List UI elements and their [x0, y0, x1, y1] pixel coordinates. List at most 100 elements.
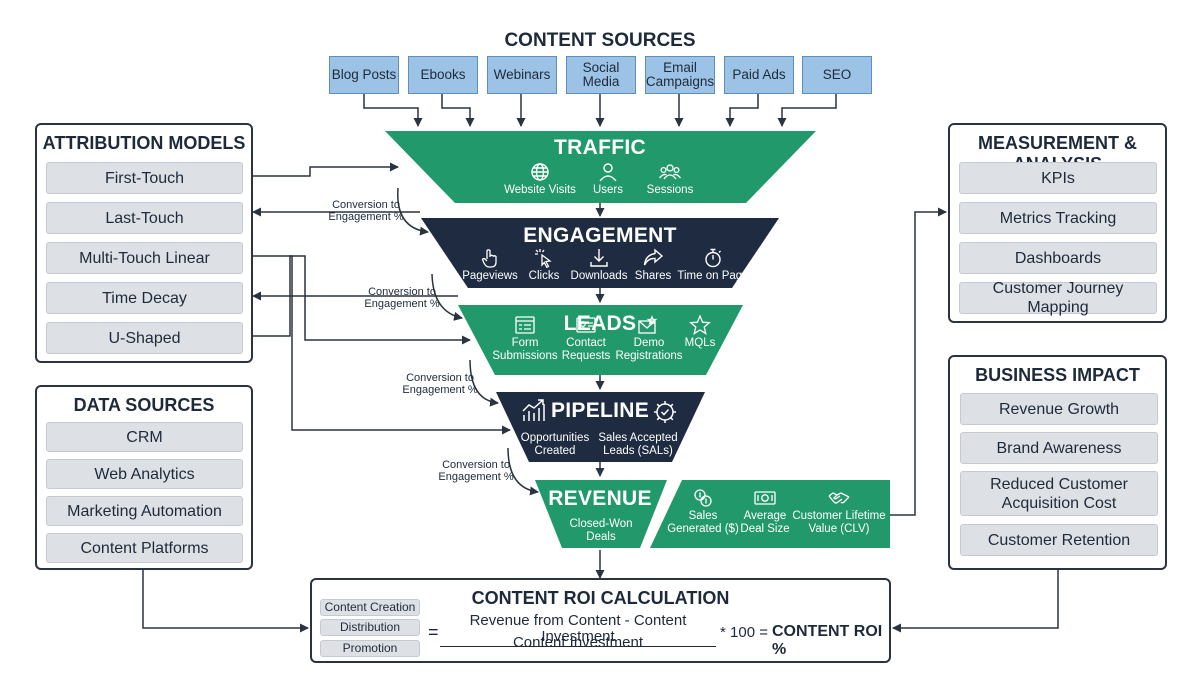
- revenue-metric-sales-generated-label: Sales Generated ($): [667, 510, 739, 535]
- leads-demo-registrations-label: Demo Registrations: [615, 337, 683, 362]
- globe-icon: [531, 163, 549, 181]
- data-source-content-platforms: Content Platforms: [46, 533, 243, 563]
- cursor-click-icon: [535, 249, 552, 268]
- users-icon: [659, 164, 681, 180]
- conversion-label-4: Conversion to Engagement %: [438, 459, 514, 483]
- traffic-title: TRAFFIC: [554, 136, 646, 159]
- form-icon: [515, 316, 535, 334]
- source-ebooks: Ebooks: [408, 56, 478, 94]
- source-blog-posts: Blog Posts: [329, 56, 399, 94]
- roi-input-distribution: Distribution: [320, 619, 420, 636]
- engagement-clicks-label: Clicks: [528, 270, 560, 282]
- impact-reduced-cac: Reduced Customer Acquisition Cost: [960, 471, 1158, 516]
- contact-icon: [576, 317, 596, 333]
- roi-equals-sign: =: [428, 622, 439, 642]
- engagement-shares: Shares: [630, 248, 676, 283]
- share-icon: [643, 248, 664, 266]
- roi-result: CONTENT ROI %: [772, 623, 883, 658]
- engagement-clicks: Clicks: [519, 248, 569, 283]
- engagement-pageviews-label: Pageviews: [462, 270, 518, 282]
- traffic-users: Users: [578, 162, 638, 197]
- source-paid-ads: Paid Ads: [724, 56, 794, 94]
- engagement-downloads: Downloads: [568, 248, 630, 283]
- engagement-shares-label: Shares: [634, 270, 672, 282]
- traffic-website-visits-label: Website Visits: [504, 184, 576, 196]
- source-webinars: Webinars: [487, 56, 557, 94]
- leads-form-submissions: Form Submissions: [492, 315, 558, 363]
- growth-chart-icon: [522, 399, 545, 421]
- leads-stage-shape: [458, 305, 743, 375]
- traffic-users-label: Users: [592, 184, 624, 196]
- measurement-metrics-tracking: Metrics Tracking: [959, 202, 1157, 234]
- star-icon: [689, 315, 711, 335]
- pipeline-title: PIPELINE: [550, 399, 650, 422]
- source-seo: SEO: [802, 56, 872, 94]
- attribution-models-title: ATTRIBUTION MODELS: [42, 133, 246, 153]
- data-sources-title: DATA SOURCES: [73, 395, 215, 415]
- handshake-icon: [828, 492, 850, 504]
- traffic-stage-shape: [385, 131, 816, 203]
- revenue-title: REVENUE: [548, 487, 652, 510]
- pipeline-stage-shape: [496, 392, 705, 462]
- measurement-kpis: KPIs: [959, 162, 1157, 194]
- roi-multiplier: * 100 =: [720, 624, 768, 641]
- conversion-label-3: Conversion to Engagement %: [402, 372, 478, 396]
- conversion-label-1: Conversion to Engagement %: [328, 199, 404, 223]
- attribution-time-decay: Time Decay: [46, 282, 243, 314]
- leads-contact-requests: Contact Requests: [556, 315, 616, 363]
- measurement-customer-journey-mapping: Customer Journey Mapping: [959, 280, 1157, 316]
- roi-calculation-panel: CONTENT ROI CALCULATION Content Creation…: [310, 578, 891, 663]
- leads-contact-requests-label: Contact Requests: [561, 337, 611, 362]
- revenue-metric-clv: Customer Lifetime Value (CLV): [792, 488, 886, 536]
- dollar-bill-icon: [754, 491, 776, 505]
- leads-mqls-label: MQLs: [684, 337, 716, 349]
- traffic-sessions-label: Sessions: [646, 184, 694, 196]
- engagement-downloads-label: Downloads: [570, 270, 628, 282]
- roi-input-promotion: Promotion: [320, 640, 420, 657]
- revenue-metric-average-deal-size-label: Average Deal Size: [740, 510, 790, 535]
- measurement-analysis-panel: MEASUREMENT & ANALYSIS KPIs Metrics Trac…: [948, 123, 1167, 323]
- leads-demo-registrations: Demo Registrations: [614, 315, 684, 363]
- roi-numerator: Revenue from Content - Content Investmen…: [440, 613, 716, 647]
- content-sources-title: CONTENT SOURCES: [504, 30, 696, 51]
- engagement-time-on-page-label: Time on Page: [677, 270, 749, 282]
- gear-check-icon: [654, 401, 676, 423]
- revenue-metric-sales-generated: Sales Generated ($): [666, 488, 740, 536]
- attribution-first-touch: First-Touch: [46, 162, 243, 194]
- attribution-models-panel: ATTRIBUTION MODELS First-Touch Last-Touc…: [35, 123, 253, 363]
- revenue-stage-shape: [535, 480, 667, 548]
- revenue-metric-clv-label: Customer Lifetime Value (CLV): [792, 510, 886, 535]
- source-social-media: Social Media: [566, 56, 636, 94]
- attribution-last-touch: Last-Touch: [46, 202, 243, 234]
- attribution-multi-touch-linear: Multi-Touch Linear: [46, 242, 243, 274]
- revenue-metric-average-deal-size: Average Deal Size: [738, 488, 792, 536]
- user-icon: [599, 163, 617, 182]
- impact-brand-awareness: Brand Awareness: [960, 432, 1158, 464]
- data-sources-panel: DATA SOURCES CRM Web Analytics Marketing…: [35, 385, 253, 570]
- measurement-dashboards: Dashboards: [959, 242, 1157, 274]
- leads-mqls: MQLs: [680, 315, 720, 350]
- attribution-u-shaped: U-Shaped: [46, 322, 243, 354]
- pipeline-opportunities-created: Opportunities Created: [520, 432, 590, 457]
- traffic-website-visits: Website Visits: [500, 162, 580, 197]
- business-impact-title: BUSINESS IMPACT: [975, 365, 1140, 385]
- data-source-web-analytics: Web Analytics: [46, 459, 243, 489]
- impact-customer-retention: Customer Retention: [960, 524, 1158, 556]
- data-source-crm: CRM: [46, 422, 243, 452]
- roi-denominator: Content Investment: [512, 634, 644, 651]
- coins-icon: [694, 489, 712, 507]
- roi-title: CONTENT ROI CALCULATION: [471, 588, 730, 608]
- leads-form-submissions-label: Form Submissions: [492, 337, 558, 362]
- business-impact-panel: BUSINESS IMPACT Revenue Growth Brand Awa…: [948, 355, 1167, 570]
- roi-input-content-creation: Content Creation: [320, 599, 420, 616]
- impact-revenue-growth: Revenue Growth: [960, 393, 1158, 425]
- engagement-title: ENGAGEMENT: [523, 224, 677, 247]
- revenue-closed-won-deals: Closed-Won Deals: [569, 518, 633, 543]
- pipeline-sals: Sales Accepted Leads (SALs): [598, 432, 678, 457]
- hand-pointer-icon: [481, 249, 497, 268]
- engagement-time-on-page: Time on Page: [676, 248, 750, 283]
- conversion-label-2: Conversion to Engagement %: [364, 286, 440, 310]
- engagement-pageviews: Pageviews: [460, 248, 520, 283]
- traffic-sessions: Sessions: [640, 162, 700, 197]
